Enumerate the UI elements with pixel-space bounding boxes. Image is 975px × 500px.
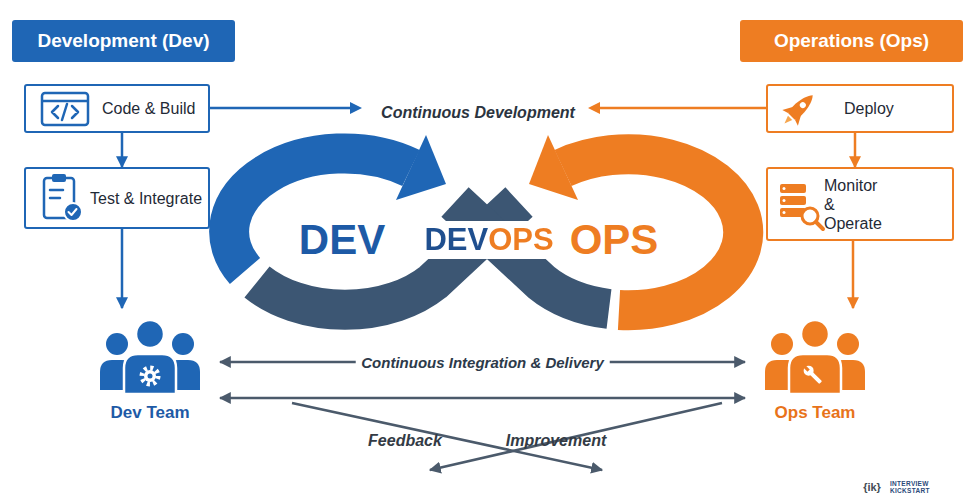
person-body [765, 360, 799, 390]
ops-team-icon [765, 320, 865, 394]
header-text: Operations (Ops) [774, 30, 929, 52]
loop-arrowhead [529, 135, 578, 200]
window-frame [42, 93, 88, 125]
wrench-handle [808, 370, 822, 384]
box-text: Monitor & Operate [824, 176, 890, 233]
magnifier-lens [802, 208, 818, 224]
check-badge [64, 203, 82, 221]
box-text: Code & Build [102, 99, 195, 118]
box-text: Test & Integrate [90, 189, 202, 208]
person-body [831, 360, 865, 390]
server-unit [780, 184, 806, 193]
connector-arrow [854, 133, 857, 167]
arrowhead [350, 102, 362, 114]
wrench-jaw [803, 365, 810, 372]
flow-arrows [210, 102, 766, 470]
team-label: Dev Team [110, 403, 189, 423]
window-bar [42, 100, 88, 103]
loop-band [229, 153, 411, 271]
clipboard-clip [52, 174, 66, 182]
person-head [106, 333, 128, 355]
connector-arrow [121, 133, 124, 167]
rocket-icon [777, 87, 821, 131]
magnifier-handle [816, 222, 823, 229]
flow-arrow [210, 107, 352, 110]
header-text: Development (Dev) [37, 30, 209, 52]
connector-arrow [121, 229, 124, 308]
code-symbol [52, 104, 78, 120]
rocket-fins [782, 102, 805, 125]
code-icon [42, 93, 88, 125]
team-node: Ops Team [745, 308, 885, 423]
clipboard-icon [44, 174, 82, 221]
label-backing [418, 221, 560, 259]
check-mark [69, 209, 77, 215]
watermark-logo: {ik} [863, 481, 881, 493]
person-body [789, 354, 841, 394]
process-box: Monitor & Operate [766, 167, 954, 241]
team-label: Ops Team [775, 403, 856, 423]
header-box: Operations (Ops) [740, 20, 963, 62]
wrench-symbol [801, 363, 824, 386]
person-body [100, 360, 134, 390]
clipboard-body [44, 178, 74, 218]
loop-arrowhead [396, 135, 446, 200]
flow-label: Continuous Development [381, 104, 575, 122]
person-head [136, 320, 164, 348]
edge-label: Continuous Integration & Delivery [355, 354, 610, 371]
clipboard-lines [50, 190, 63, 198]
server-unit [780, 196, 806, 205]
flow-arrow [598, 107, 766, 110]
gear-teeth [142, 368, 158, 384]
connector-arrow [220, 397, 745, 400]
gear-hole [148, 374, 153, 379]
dev-team-icon [100, 320, 200, 394]
improvement-label: Improvement [506, 432, 606, 450]
loop-band [563, 154, 743, 310]
server-light [783, 211, 786, 214]
person-body [124, 354, 176, 394]
loop-label: OPS [570, 217, 659, 263]
team-node: Dev Team [80, 308, 220, 423]
header-box: Development (Dev) [12, 20, 235, 62]
rocket-window [799, 101, 807, 109]
server-unit [780, 208, 806, 217]
person-head [837, 333, 859, 355]
server-light [783, 199, 786, 202]
process-box: Deploy [766, 84, 954, 133]
server-icon [780, 184, 823, 229]
loop-title: DEVOPS [424, 223, 553, 257]
loop-label: DEV [299, 217, 385, 263]
feedback-label: Feedback [368, 432, 442, 450]
box-text: Deploy [844, 99, 894, 118]
person-head [771, 333, 793, 355]
infinity-loop [229, 135, 743, 310]
wrench-head [802, 364, 816, 378]
person-body [166, 360, 200, 390]
process-box: Code & Build [24, 84, 210, 133]
gear-body [144, 370, 156, 382]
person-head [801, 320, 829, 348]
server-light [783, 187, 786, 190]
rocket-body [787, 91, 817, 121]
watermark-text: INTERVIEW KICKSTART [890, 480, 934, 494]
person-head [172, 333, 194, 355]
arrowhead [588, 102, 600, 114]
improvement-arrow [430, 403, 722, 470]
connector-arrow [852, 241, 855, 308]
rocket-flame [782, 116, 792, 126]
process-box: Test & Integrate [24, 167, 210, 229]
